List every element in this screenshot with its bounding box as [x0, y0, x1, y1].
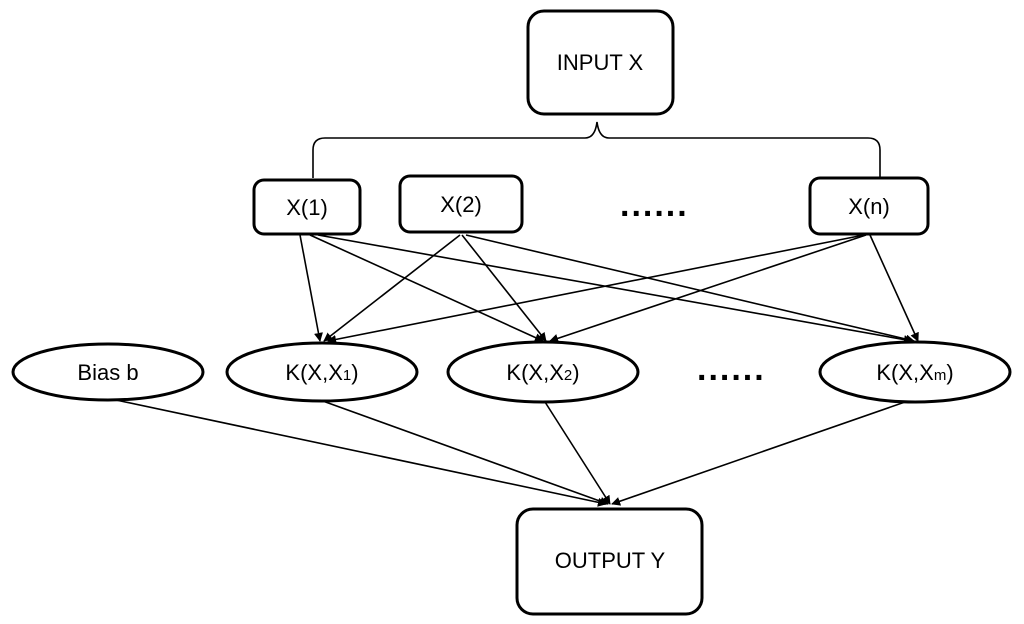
output-node: OUTPUT Y: [515, 507, 704, 616]
input-kernel-edges: [299, 234, 919, 345]
edge-xn-k1: [327, 234, 865, 344]
bias-label: Bias b: [77, 360, 138, 385]
x1-node: X(1): [252, 178, 362, 236]
kernel-node-1: K(X,X1): [225, 341, 419, 403]
kernel-m-label: K(X,Xm): [876, 360, 953, 385]
xn-label: X(n): [848, 194, 890, 219]
input-brace: [312, 121, 881, 178]
xn-node: X(n): [808, 176, 930, 236]
edge-x2-k2: [461, 234, 547, 342]
edge-x1-k2: [309, 234, 544, 342]
input-node: INPUT X: [526, 9, 675, 116]
edge-bias-output: [115, 399, 607, 507]
kernel-1-label: K(X,X1): [285, 360, 358, 385]
edge-k2-output: [544, 401, 611, 505]
input-label: INPUT X: [557, 50, 644, 75]
x2-node: X(2): [398, 174, 524, 234]
x1-label: X(1): [286, 195, 328, 220]
edge-k1-output: [319, 399, 609, 506]
edge-x2-km: [465, 234, 915, 344]
edge-x1-km: [317, 234, 913, 345]
input-ellipsis: ......: [620, 186, 689, 224]
edge-x1-k1: [299, 234, 323, 342]
kernel-node-m: K(X,Xm): [818, 340, 1012, 404]
kernel-node-2: K(X,X2): [446, 340, 640, 404]
output-label: OUTPUT Y: [555, 548, 666, 573]
bias-node: Bias b: [11, 342, 205, 402]
edge-xn-km: [869, 234, 919, 342]
output-edges: [115, 399, 906, 507]
edge-km-output: [611, 401, 906, 506]
edge-xn-k2: [549, 234, 867, 343]
kernel-2-label: K(X,X2): [506, 360, 579, 385]
edge-x2-k1: [323, 234, 461, 342]
x2-label: X(2): [440, 192, 482, 217]
kernel-ellipsis: ......: [697, 350, 766, 388]
